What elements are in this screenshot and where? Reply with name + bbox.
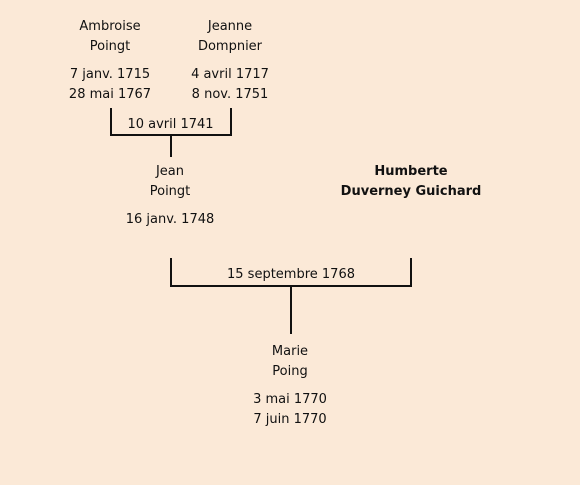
connector-child-vertical bbox=[170, 136, 172, 157]
last-name: Dompnier bbox=[197, 39, 263, 54]
death-date: 8 nov. 1751 bbox=[191, 87, 269, 102]
birth-date: 16 janv. 1748 bbox=[125, 212, 215, 227]
last-name: Duverney Guichard bbox=[340, 184, 482, 199]
last-name: Poing bbox=[272, 364, 308, 379]
last-name: Poingt bbox=[149, 184, 191, 199]
marriage-date: 15 septembre 1768 bbox=[227, 267, 355, 282]
person-humberte-duverney-guichard: Humberte Duverney Guichard bbox=[311, 162, 511, 202]
first-name: Jean bbox=[155, 164, 185, 179]
person-marie-poing: Marie Poing 3 mai 1770 7 juin 1770 bbox=[210, 342, 370, 430]
first-name: Marie bbox=[271, 344, 309, 359]
connector-right-vertical bbox=[230, 108, 232, 136]
first-name: Jeanne bbox=[207, 19, 253, 34]
connector-horizontal bbox=[170, 285, 412, 287]
first-name: Ambroise bbox=[79, 19, 141, 34]
birth-date: 3 mai 1770 bbox=[253, 392, 327, 407]
connector-child-vertical bbox=[290, 287, 292, 334]
connector-horizontal bbox=[110, 134, 232, 136]
person-jeanne-dompnier: Jeanne Dompnier 4 avril 1717 8 nov. 1751 bbox=[150, 17, 310, 105]
person-ambroise-poingt: Ambroise Poingt 7 janv. 1715 28 mai 1767 bbox=[30, 17, 190, 105]
connector-left-vertical bbox=[110, 108, 112, 136]
death-date: 7 juin 1770 bbox=[253, 412, 327, 427]
marriage-date: 10 avril 1741 bbox=[127, 117, 214, 132]
last-name: Poingt bbox=[89, 39, 131, 54]
first-name: Humberte bbox=[374, 164, 448, 179]
connector-left-vertical bbox=[170, 258, 172, 287]
birth-date: 7 janv. 1715 bbox=[69, 67, 151, 82]
death-date: 28 mai 1767 bbox=[68, 87, 152, 102]
person-jean-poingt: Jean Poingt 16 janv. 1748 bbox=[90, 162, 250, 230]
connector-right-vertical bbox=[410, 258, 412, 287]
birth-date: 4 avril 1717 bbox=[191, 67, 269, 82]
